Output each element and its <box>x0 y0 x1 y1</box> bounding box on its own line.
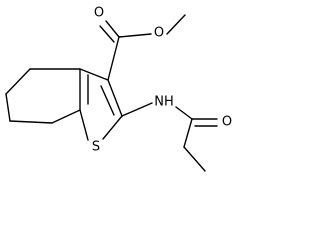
molecule-structure: O O S NH O <box>5 6 232 172</box>
bond-cester-o-carbonyl-double <box>99 25 115 43</box>
atom-label-o-carbonyl-ester: O <box>94 6 104 21</box>
bond-c3-c2 <box>107 79 123 117</box>
atom-label-s: S <box>92 140 100 155</box>
bond-c3a-c3 <box>79 68 109 81</box>
bond-ring6-3 <box>5 93 11 122</box>
bond-c2-s <box>102 115 123 140</box>
bond-c3-cester <box>107 36 120 81</box>
bond-camide-ch2 <box>183 118 193 148</box>
bond-ch2-ch3 <box>183 146 206 172</box>
atom-label-nh: NH <box>154 95 174 110</box>
bond-s-c7a <box>79 109 89 141</box>
bond-cester-o-methoxy <box>118 33 152 38</box>
bond-o-methyl <box>166 14 186 35</box>
bond-n-camide <box>175 106 193 120</box>
atom-label-o-amide: O <box>222 115 232 130</box>
bond-cester-o-carbonyl <box>105 20 120 38</box>
bond-ring6-4 <box>9 120 53 124</box>
bond-c2-n <box>121 102 153 117</box>
bond-c3-c2-double <box>100 85 115 116</box>
bond-ring6-5 <box>51 109 81 124</box>
atom-label-o-methoxy: O <box>154 26 164 41</box>
bond-ring6-2 <box>5 68 31 95</box>
